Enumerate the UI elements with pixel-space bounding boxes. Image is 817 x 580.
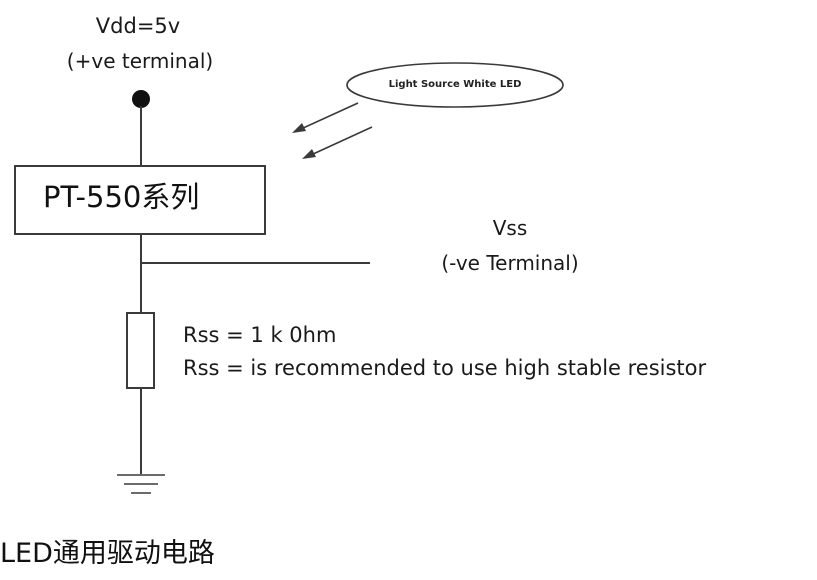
resistor-value-note: Rss = 1 k 0hm [183, 323, 337, 347]
vss-terminal-note: (-ve Terminal) [441, 251, 579, 275]
resistor-recommendation-note: Rss = is recommended to use high stable … [183, 356, 707, 380]
vdd-terminal-dot [132, 90, 150, 108]
light-source-ellipse [346, 62, 564, 108]
sensor-part-label: PT-550系列 [43, 180, 200, 214]
vdd-terminal-note: (+ve terminal) [66, 49, 214, 73]
sensor-box [14, 165, 266, 235]
light-arrows [292, 102, 373, 159]
resistor-symbol [126, 312, 155, 389]
figure-caption: LED通用驱动电路 [0, 538, 215, 569]
ground-symbol [117, 474, 165, 494]
vss-label: Vss [492, 216, 528, 240]
light-source-label: Light Source White LED [388, 79, 522, 90]
vdd-label: Vdd=5v [95, 14, 181, 38]
